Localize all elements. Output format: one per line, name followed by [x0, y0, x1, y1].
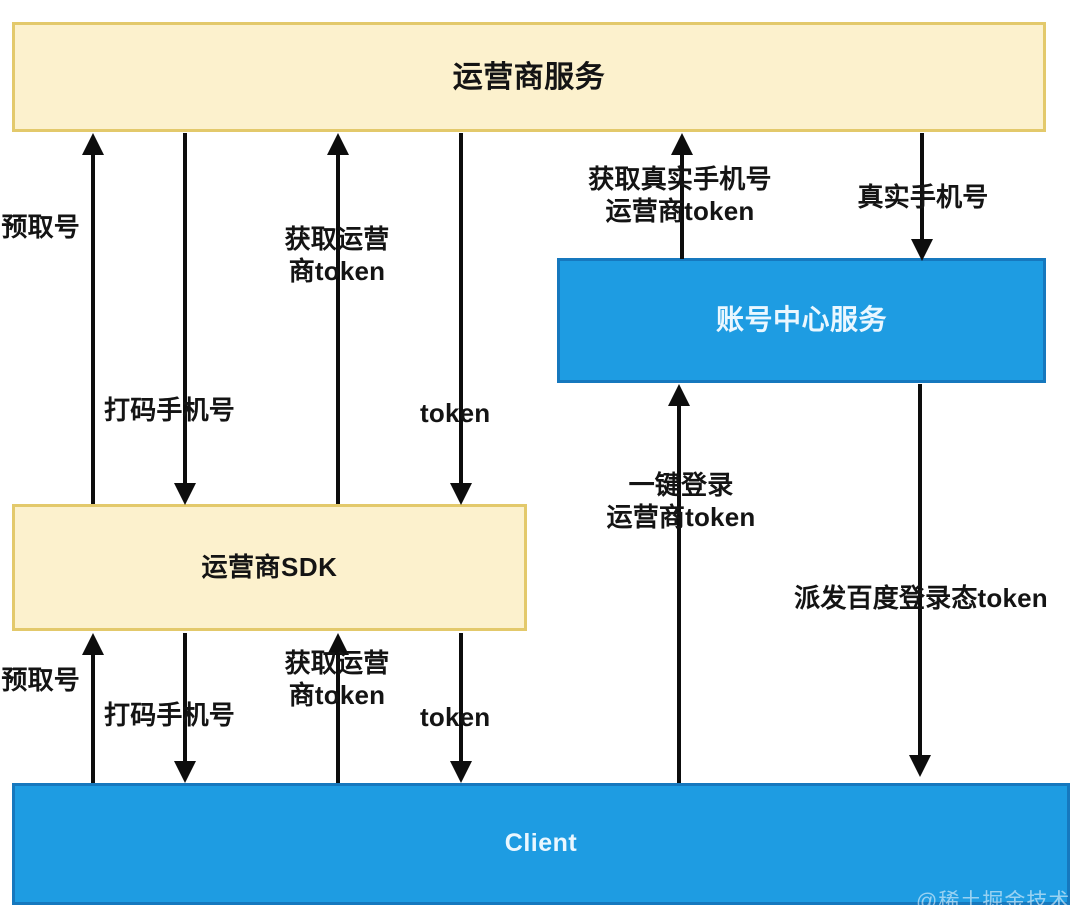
edge-e9-arrowhead-up-icon [327, 633, 349, 655]
edge-e9-shaft [336, 652, 340, 783]
edge-e3-shaft [336, 152, 340, 504]
edge-e4-shaft [459, 133, 463, 485]
edge-e10-label: token [420, 702, 491, 732]
edge-e4-label: token [420, 398, 491, 428]
edge-e6-label: 真实手机号 [857, 182, 989, 212]
edge-e7-shaft [91, 652, 95, 783]
edge-e10-arrowhead-down-icon [450, 761, 472, 783]
node-operator-service-label: 运营商服务 [452, 60, 606, 94]
watermark: @稀土掘金技术社区 [916, 890, 1080, 913]
edge-e8-arrowhead-down-icon [174, 761, 196, 783]
edge-e10-shaft [459, 633, 463, 763]
edge-e5-shaft [680, 152, 684, 259]
edge-e2-shaft [183, 133, 187, 485]
node-operator-service: 运营商服务 [12, 22, 1046, 132]
edge-e12-label: 派发百度登录态token [794, 583, 1048, 613]
edge-e7-label: 预取号 [1, 665, 80, 695]
node-operator-sdk: 运营商SDK [12, 504, 527, 631]
edge-e8-shaft [183, 633, 187, 763]
edge-e9-label: 获取运营 商token [284, 648, 390, 710]
edge-e8-label: 打码手机号 [104, 700, 236, 730]
edge-e5-arrowhead-up-icon [671, 133, 693, 155]
edge-e1-arrowhead-up-icon [82, 133, 104, 155]
node-account-center-service-label: 账号中心服务 [715, 304, 887, 336]
node-client-label: Client [504, 829, 578, 858]
edge-e3-label: 获取运营 商token [284, 224, 390, 286]
node-client: Client [12, 783, 1070, 905]
edge-e1-label: 预取号 [1, 212, 80, 242]
edge-e11-shaft [677, 403, 681, 783]
edge-e7-arrowhead-up-icon [82, 633, 104, 655]
node-operator-sdk-label: 运营商SDK [201, 552, 338, 583]
edge-e12-arrowhead-down-icon [909, 755, 931, 777]
edge-e6-arrowhead-down-icon [911, 239, 933, 261]
edge-e1-shaft [91, 152, 95, 504]
edge-e2-arrowhead-down-icon [174, 483, 196, 505]
edge-e12-shaft [918, 384, 922, 757]
edge-e6-shaft [920, 133, 924, 241]
edge-e3-arrowhead-up-icon [327, 133, 349, 155]
edge-e5-label: 获取真实手机号 运营商token [588, 164, 772, 226]
node-account-center-service: 账号中心服务 [557, 258, 1046, 383]
edge-e2-label: 打码手机号 [104, 395, 236, 425]
edge-e11-label: 一键登录 运营商token [606, 470, 756, 532]
edge-e11-arrowhead-up-icon [668, 384, 690, 406]
edge-e4-arrowhead-down-icon [450, 483, 472, 505]
